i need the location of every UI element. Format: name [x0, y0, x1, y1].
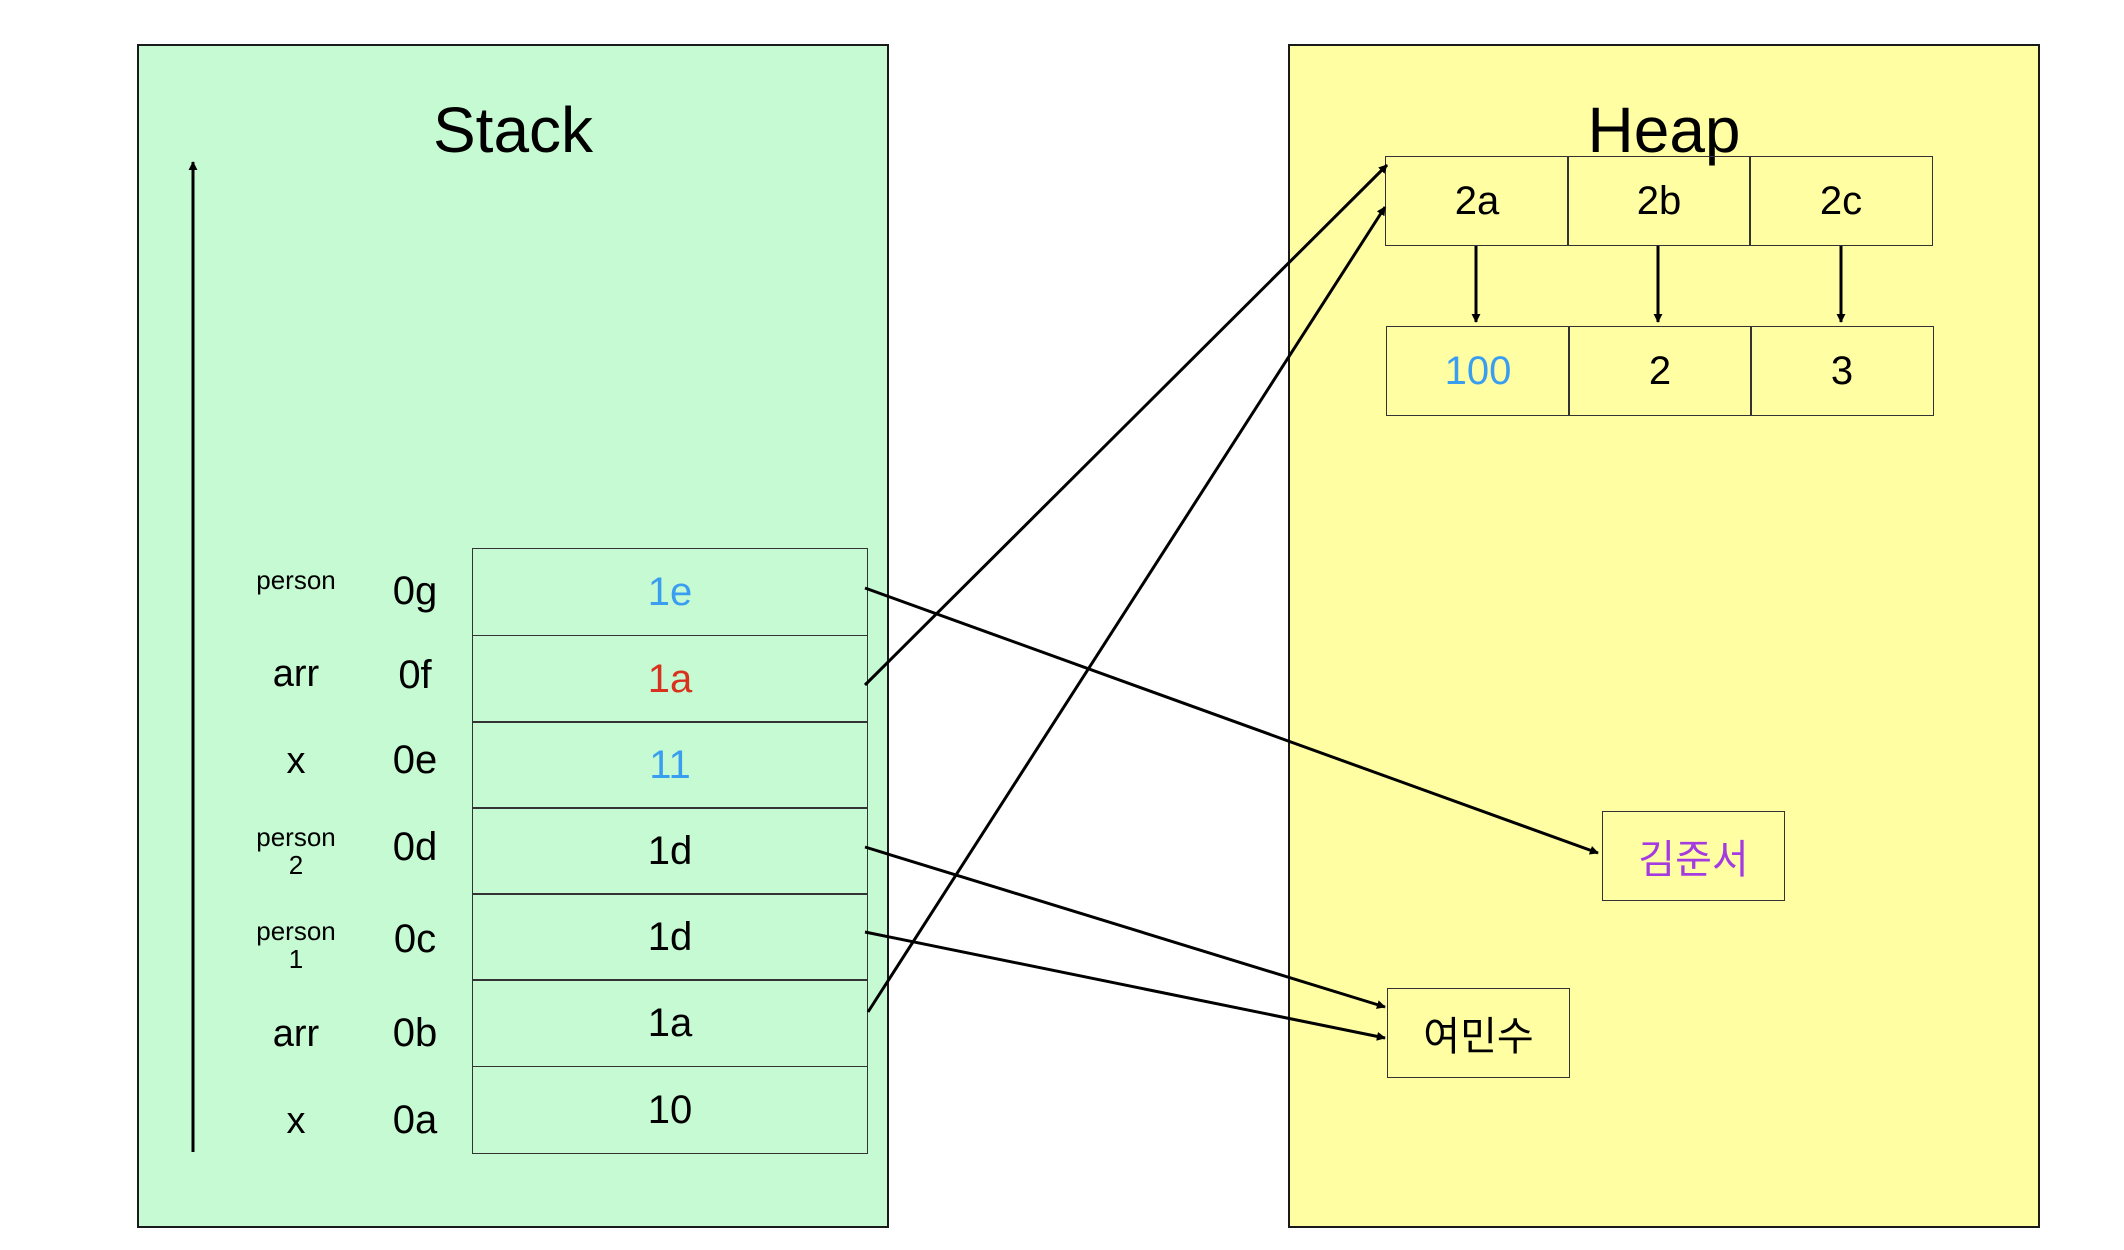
heap-array-address-cell: 2a [1385, 156, 1569, 246]
stack-var-name: x [286, 1100, 306, 1142]
stack-panel: Stack [137, 44, 889, 1228]
stack-address: 0b [392, 1011, 438, 1055]
heap-array-value-cell: 3 [1750, 326, 1934, 416]
stack-var-name: person 1 [256, 916, 336, 975]
reference-arrow [864, 586, 1599, 855]
stack-value-cell: 1d [472, 893, 868, 981]
stack-value-cell: 10 [472, 1066, 868, 1154]
reference-arrow [863, 163, 1389, 687]
heap-array-value-cell: 2 [1568, 326, 1752, 416]
stack-title: Stack [432, 94, 594, 166]
heap-title: Heap [1587, 94, 1741, 166]
reference-arrow [864, 845, 1386, 1009]
stack-address: 0f [398, 653, 432, 697]
heap-array-address-cell: 2b [1567, 156, 1751, 246]
stack-address: 0g [392, 569, 438, 613]
heap-array-value-cell: 100 [1386, 326, 1570, 416]
stack-value-cell: 1a [472, 635, 868, 723]
heap-string-object: 김준서 [1602, 811, 1785, 901]
stack-value-cell: 11 [472, 721, 868, 809]
stack-address: 0a [392, 1098, 438, 1142]
stack-var-name: arr [272, 653, 320, 695]
reference-arrow [864, 930, 1386, 1041]
stack-address: 0d [392, 825, 438, 869]
stack-address: 0e [392, 738, 438, 782]
stack-var-name: person 2 [256, 822, 336, 881]
stack-var-name: x [286, 740, 306, 782]
heap-array-address-cell: 2c [1749, 156, 1933, 246]
stack-address: 0c [393, 917, 437, 961]
reference-arrow [866, 206, 1387, 1013]
stack-var-name: person [256, 565, 336, 595]
heap-string-object: 여민수 [1387, 988, 1570, 1078]
stack-var-name: arr [272, 1013, 320, 1055]
heap-panel: Heap [1288, 44, 2040, 1228]
stack-value-cell: 1d [472, 807, 868, 895]
